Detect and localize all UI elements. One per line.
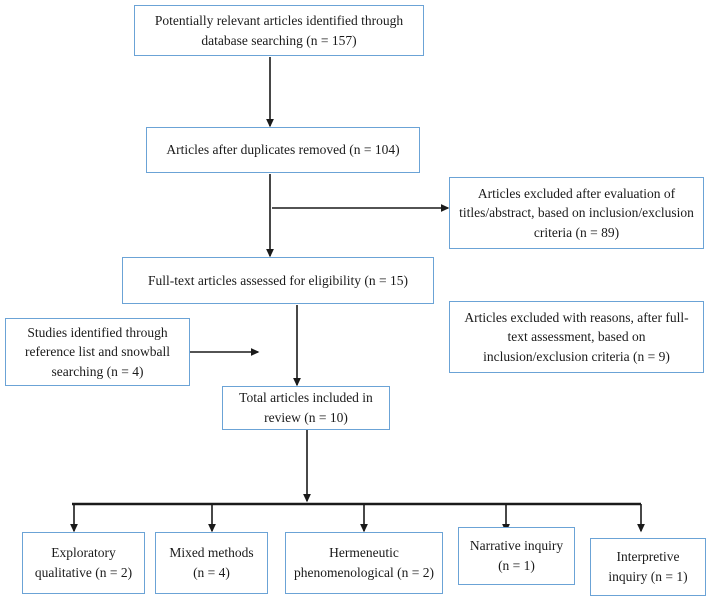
- box-method-narrative-inquiry: Narrative inquiry (n = 1): [458, 527, 575, 585]
- box-method-exploratory-qualitative: Exploratory qualitative (n = 2): [22, 532, 145, 594]
- box-method-mixed-methods-label: Mixed methods (n = 4): [169, 545, 254, 580]
- box-method-hermeneutic-phenomenological: Hermeneutic phenomenological (n = 2): [285, 532, 443, 594]
- box-total-included: Total articles included in review (n = 1…: [222, 386, 390, 430]
- box-method-mixed-methods: Mixed methods (n = 4): [155, 532, 268, 594]
- box-total-included-label: Total articles included in review (n = 1…: [239, 390, 373, 425]
- box-duplicates-removed-label: Articles after duplicates removed (n = 1…: [166, 142, 400, 158]
- box-identification: Potentially relevant articles identified…: [134, 5, 424, 56]
- box-excluded-titles-abstract: Articles excluded after evaluation of ti…: [449, 177, 704, 249]
- box-method-interpretive-inquiry: Interpretive inquiry (n = 1): [590, 538, 706, 596]
- box-snowball-studies: Studies identified through reference lis…: [5, 318, 190, 386]
- box-snowball-studies-label: Studies identified through reference lis…: [24, 324, 171, 379]
- box-excluded-with-reasons-label: Articles excluded with reasons, after fu…: [464, 309, 689, 364]
- box-method-interpretive-inquiry-label: Interpretive inquiry (n = 1): [608, 549, 688, 584]
- box-method-hermeneutic-phenomenological-label: Hermeneutic phenomenological (n = 2): [294, 545, 434, 580]
- box-full-text-assessed: Full-text articles assessed for eligibil…: [122, 257, 434, 304]
- box-excluded-with-reasons: Articles excluded with reasons, after fu…: [449, 301, 704, 373]
- box-identification-label: Potentially relevant articles identified…: [154, 12, 404, 48]
- box-duplicates-removed: Articles after duplicates removed (n = 1…: [146, 127, 420, 173]
- box-method-narrative-inquiry-label: Narrative inquiry (n = 1): [469, 538, 564, 573]
- box-excluded-titles-abstract-label: Articles excluded after evaluation of ti…: [459, 185, 694, 240]
- box-method-exploratory-qualitative-label: Exploratory qualitative (n = 2): [34, 545, 133, 580]
- box-full-text-assessed-label: Full-text articles assessed for eligibil…: [148, 272, 408, 288]
